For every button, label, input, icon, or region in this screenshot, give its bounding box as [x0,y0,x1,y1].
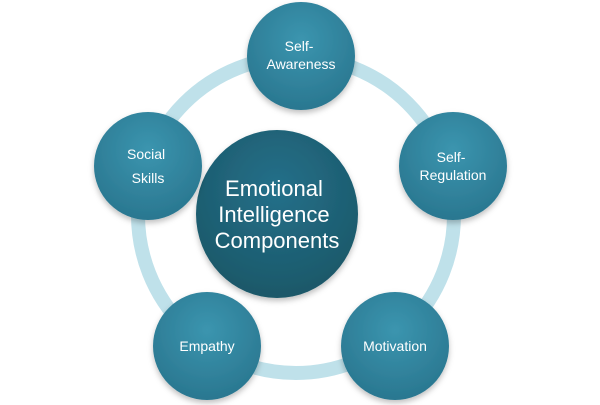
svg-text:Emotional Intelligence: Emotional Intelligence Components [215,176,340,253]
svg-text:Empathy: Empathy [179,338,234,354]
center-label-line-3: Components [215,228,340,253]
svg-text:Self- Regulation: Self- Regulation [420,149,487,183]
node-self-awareness-line-1: Self- [285,38,314,54]
center-label-line-1: Emotional [225,176,323,201]
node-motivation: Motivation [341,292,449,400]
center-node: Emotional Intelligence Components [196,130,358,298]
node-self-regulation-line-1: Self- [437,149,466,165]
node-self-regulation: Self- Regulation [399,112,507,220]
node-self-awareness: Self- Awareness [247,2,355,110]
node-motivation-line-1: Motivation [363,338,427,354]
node-self-awareness-line-2: Awareness [266,56,335,72]
node-social-skills-line-2: Skills [132,170,165,186]
svg-text:Motivation: Motivation [363,338,427,354]
node-empathy-line-1: Empathy [179,338,234,354]
svg-text:Self- Awareness: Self- Awareness [266,38,335,72]
svg-text:Social Skills: Social Skills [127,146,169,186]
node-social-skills-line-1: Social [127,146,165,162]
node-empathy: Empathy [153,292,261,400]
center-label-line-2: Intelligence [218,202,329,227]
node-self-regulation-line-2: Regulation [420,167,487,183]
node-social-skills: Social Skills [94,112,202,220]
